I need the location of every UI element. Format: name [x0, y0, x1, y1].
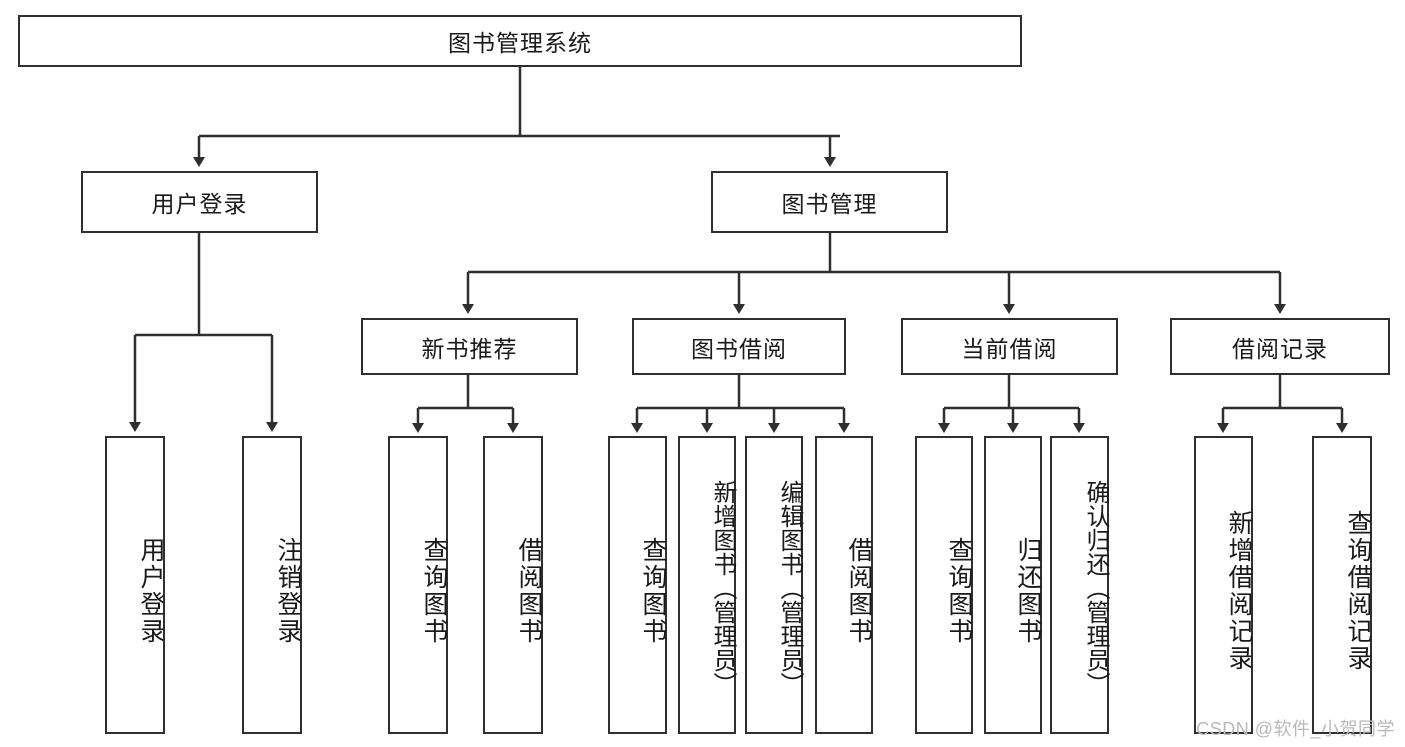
node-book-management-label: 图书管理	[781, 191, 878, 217]
node-leaf-query-book-recommend-label: 查询图书	[420, 537, 448, 645]
node-book-management[interactable]: 图书管理	[711, 171, 948, 233]
node-leaf-confirm-return[interactable]: 确认归还（管理员）	[1050, 436, 1109, 734]
node-root-label: 图书管理系统	[448, 30, 592, 56]
node-leaf-borrow-book-label: 借阅图书	[845, 537, 873, 645]
node-leaf-query-borrow-record[interactable]: 查询借阅记录	[1312, 436, 1372, 734]
node-leaf-query-borrow-record-label: 查询借阅记录	[1344, 510, 1372, 672]
node-leaf-return-book-label: 归还图书	[1014, 537, 1042, 645]
node-leaf-user-login[interactable]: 用户登录	[105, 436, 165, 734]
node-leaf-add-borrow-record[interactable]: 新增借阅记录	[1194, 436, 1253, 734]
node-leaf-confirm-return-label: 确认归还（管理员）	[1082, 480, 1109, 696]
node-leaf-logout-label: 注销登录	[274, 537, 302, 645]
node-root[interactable]: 图书管理系统	[18, 15, 1022, 67]
node-leaf-edit-book[interactable]: 编辑图书（管理员）	[745, 436, 803, 734]
node-leaf-query-book-current[interactable]: 查询图书	[915, 436, 973, 734]
node-user-login[interactable]: 用户登录	[81, 171, 318, 233]
node-current-borrow-label: 当前借阅	[961, 335, 1058, 362]
node-user-login-label: 用户登录	[151, 191, 248, 217]
node-current-borrow[interactable]: 当前借阅	[901, 318, 1118, 375]
node-book-borrow-label: 图书借阅	[691, 335, 787, 362]
node-leaf-query-book-borrow[interactable]: 查询图书	[608, 436, 667, 734]
node-leaf-borrow-book[interactable]: 借阅图书	[815, 436, 873, 734]
node-leaf-query-book-recommend[interactable]: 查询图书	[388, 436, 448, 734]
node-leaf-return-book[interactable]: 归还图书	[984, 436, 1042, 734]
node-leaf-edit-book-label: 编辑图书（管理员）	[776, 480, 803, 696]
node-leaf-add-book[interactable]: 新增图书（管理员）	[678, 436, 736, 734]
node-book-borrow[interactable]: 图书借阅	[632, 318, 846, 375]
node-leaf-user-login-label: 用户登录	[137, 537, 165, 645]
node-leaf-query-book-borrow-label: 查询图书	[639, 537, 667, 645]
node-leaf-query-book-current-label: 查询图书	[945, 537, 973, 645]
node-new-book-recommend-label: 新书推荐	[421, 335, 518, 362]
node-leaf-add-borrow-record-label: 新增借阅记录	[1225, 510, 1253, 672]
node-new-book-recommend[interactable]: 新书推荐	[361, 318, 578, 375]
csdn-watermark: CSDN @软件_小贺同学	[1196, 719, 1395, 739]
node-borrow-record[interactable]: 借阅记录	[1170, 318, 1390, 375]
node-borrow-record-label: 借阅记录	[1232, 335, 1328, 362]
node-leaf-borrow-book-recommend[interactable]: 借阅图书	[483, 436, 543, 734]
node-leaf-add-book-label: 新增图书（管理员）	[709, 480, 736, 696]
node-leaf-logout[interactable]: 注销登录	[242, 436, 302, 734]
node-leaf-borrow-book-recommend-label: 借阅图书	[515, 537, 543, 645]
